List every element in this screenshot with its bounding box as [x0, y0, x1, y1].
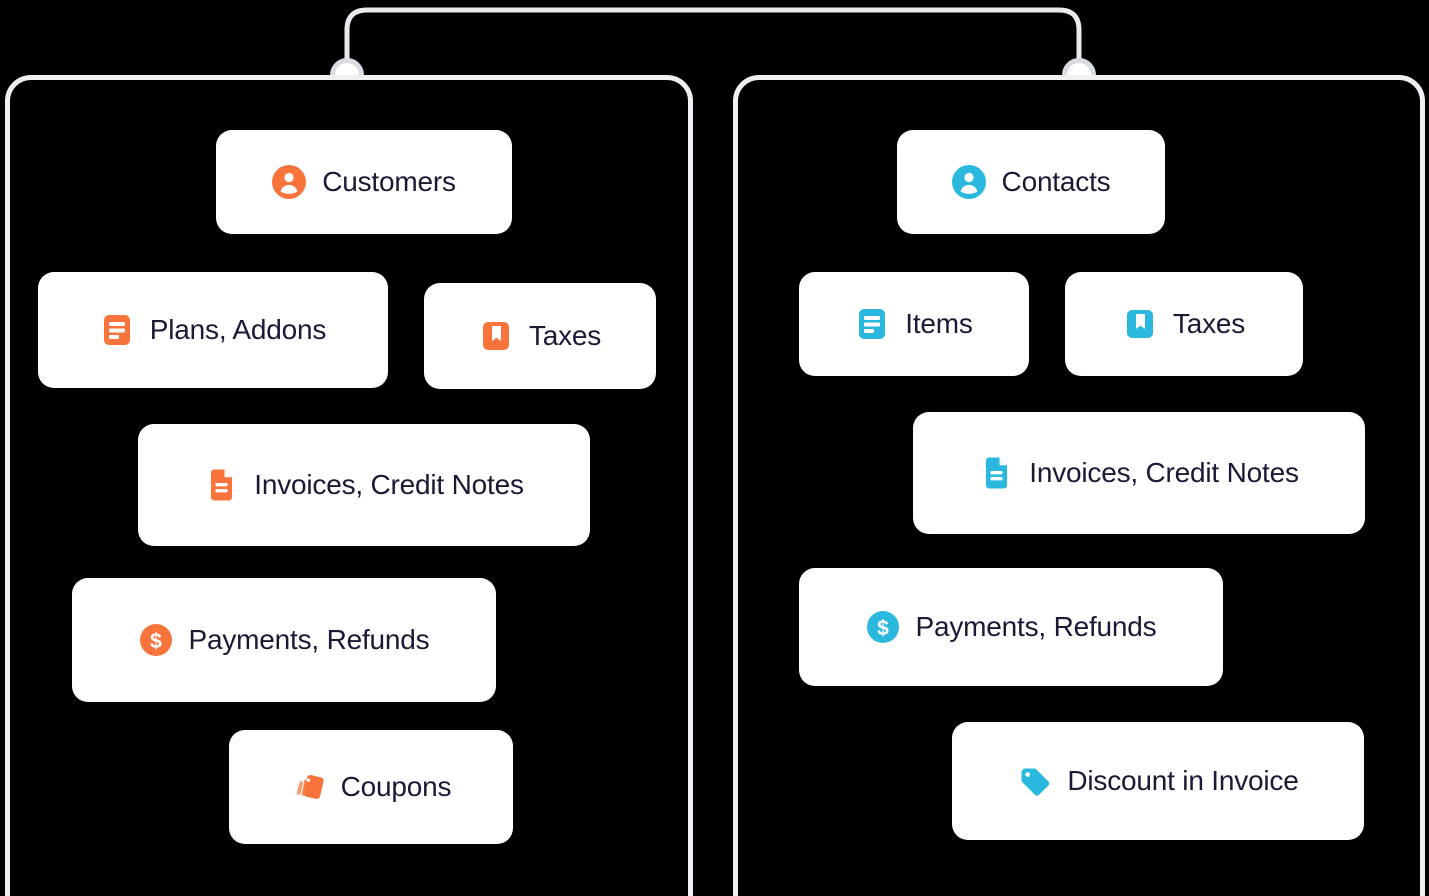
- card-label: Coupons: [340, 771, 452, 802]
- card-customers[interactable]: Customers: [216, 130, 512, 234]
- card-label: Payments, Refunds: [188, 624, 430, 655]
- card-label: Taxes: [528, 320, 602, 351]
- card-taxes-left[interactable]: Taxes: [424, 283, 656, 389]
- user-circle-icon: [951, 165, 986, 199]
- coupon-tickets-icon: [291, 770, 325, 804]
- list-document-icon: [855, 307, 889, 341]
- card-discount-in-invoice[interactable]: Discount in Invoice: [952, 722, 1364, 840]
- dollar-circle-icon: $: [139, 623, 173, 657]
- dollar-circle-icon: $: [866, 610, 900, 644]
- svg-text:$: $: [877, 617, 889, 640]
- card-label: Invoices, Credit Notes: [254, 469, 524, 500]
- card-invoices-credit-notes-left[interactable]: Invoices, Credit Notes: [138, 424, 590, 546]
- card-label: Customers: [322, 166, 456, 197]
- card-label: Payments, Refunds: [915, 611, 1157, 642]
- card-taxes-right[interactable]: Taxes: [1065, 272, 1303, 376]
- bookmark-icon: [479, 319, 513, 353]
- card-label: Contacts: [1001, 166, 1111, 197]
- card-payments-refunds-left[interactable]: $ Payments, Refunds: [72, 578, 496, 702]
- price-tag-icon: [1017, 764, 1051, 798]
- user-circle-icon: [272, 165, 307, 199]
- card-coupons[interactable]: Coupons: [229, 730, 513, 844]
- svg-text:$: $: [150, 630, 162, 653]
- card-items[interactable]: Items: [799, 272, 1029, 376]
- card-invoices-credit-notes-right[interactable]: Invoices, Credit Notes: [913, 412, 1365, 534]
- card-plans-addons[interactable]: Plans, Addons: [38, 272, 388, 388]
- card-label: Plans, Addons: [149, 314, 327, 345]
- list-document-icon: [100, 313, 134, 347]
- card-label: Discount in Invoice: [1067, 765, 1299, 796]
- bookmark-icon: [1123, 307, 1157, 341]
- card-contacts[interactable]: Contacts: [897, 130, 1165, 234]
- file-document-icon: [204, 468, 238, 502]
- card-label: Invoices, Credit Notes: [1029, 457, 1299, 488]
- card-label: Items: [905, 308, 973, 339]
- file-document-icon: [979, 456, 1013, 490]
- card-label: Taxes: [1172, 308, 1246, 339]
- card-payments-refunds-right[interactable]: $ Payments, Refunds: [799, 568, 1223, 686]
